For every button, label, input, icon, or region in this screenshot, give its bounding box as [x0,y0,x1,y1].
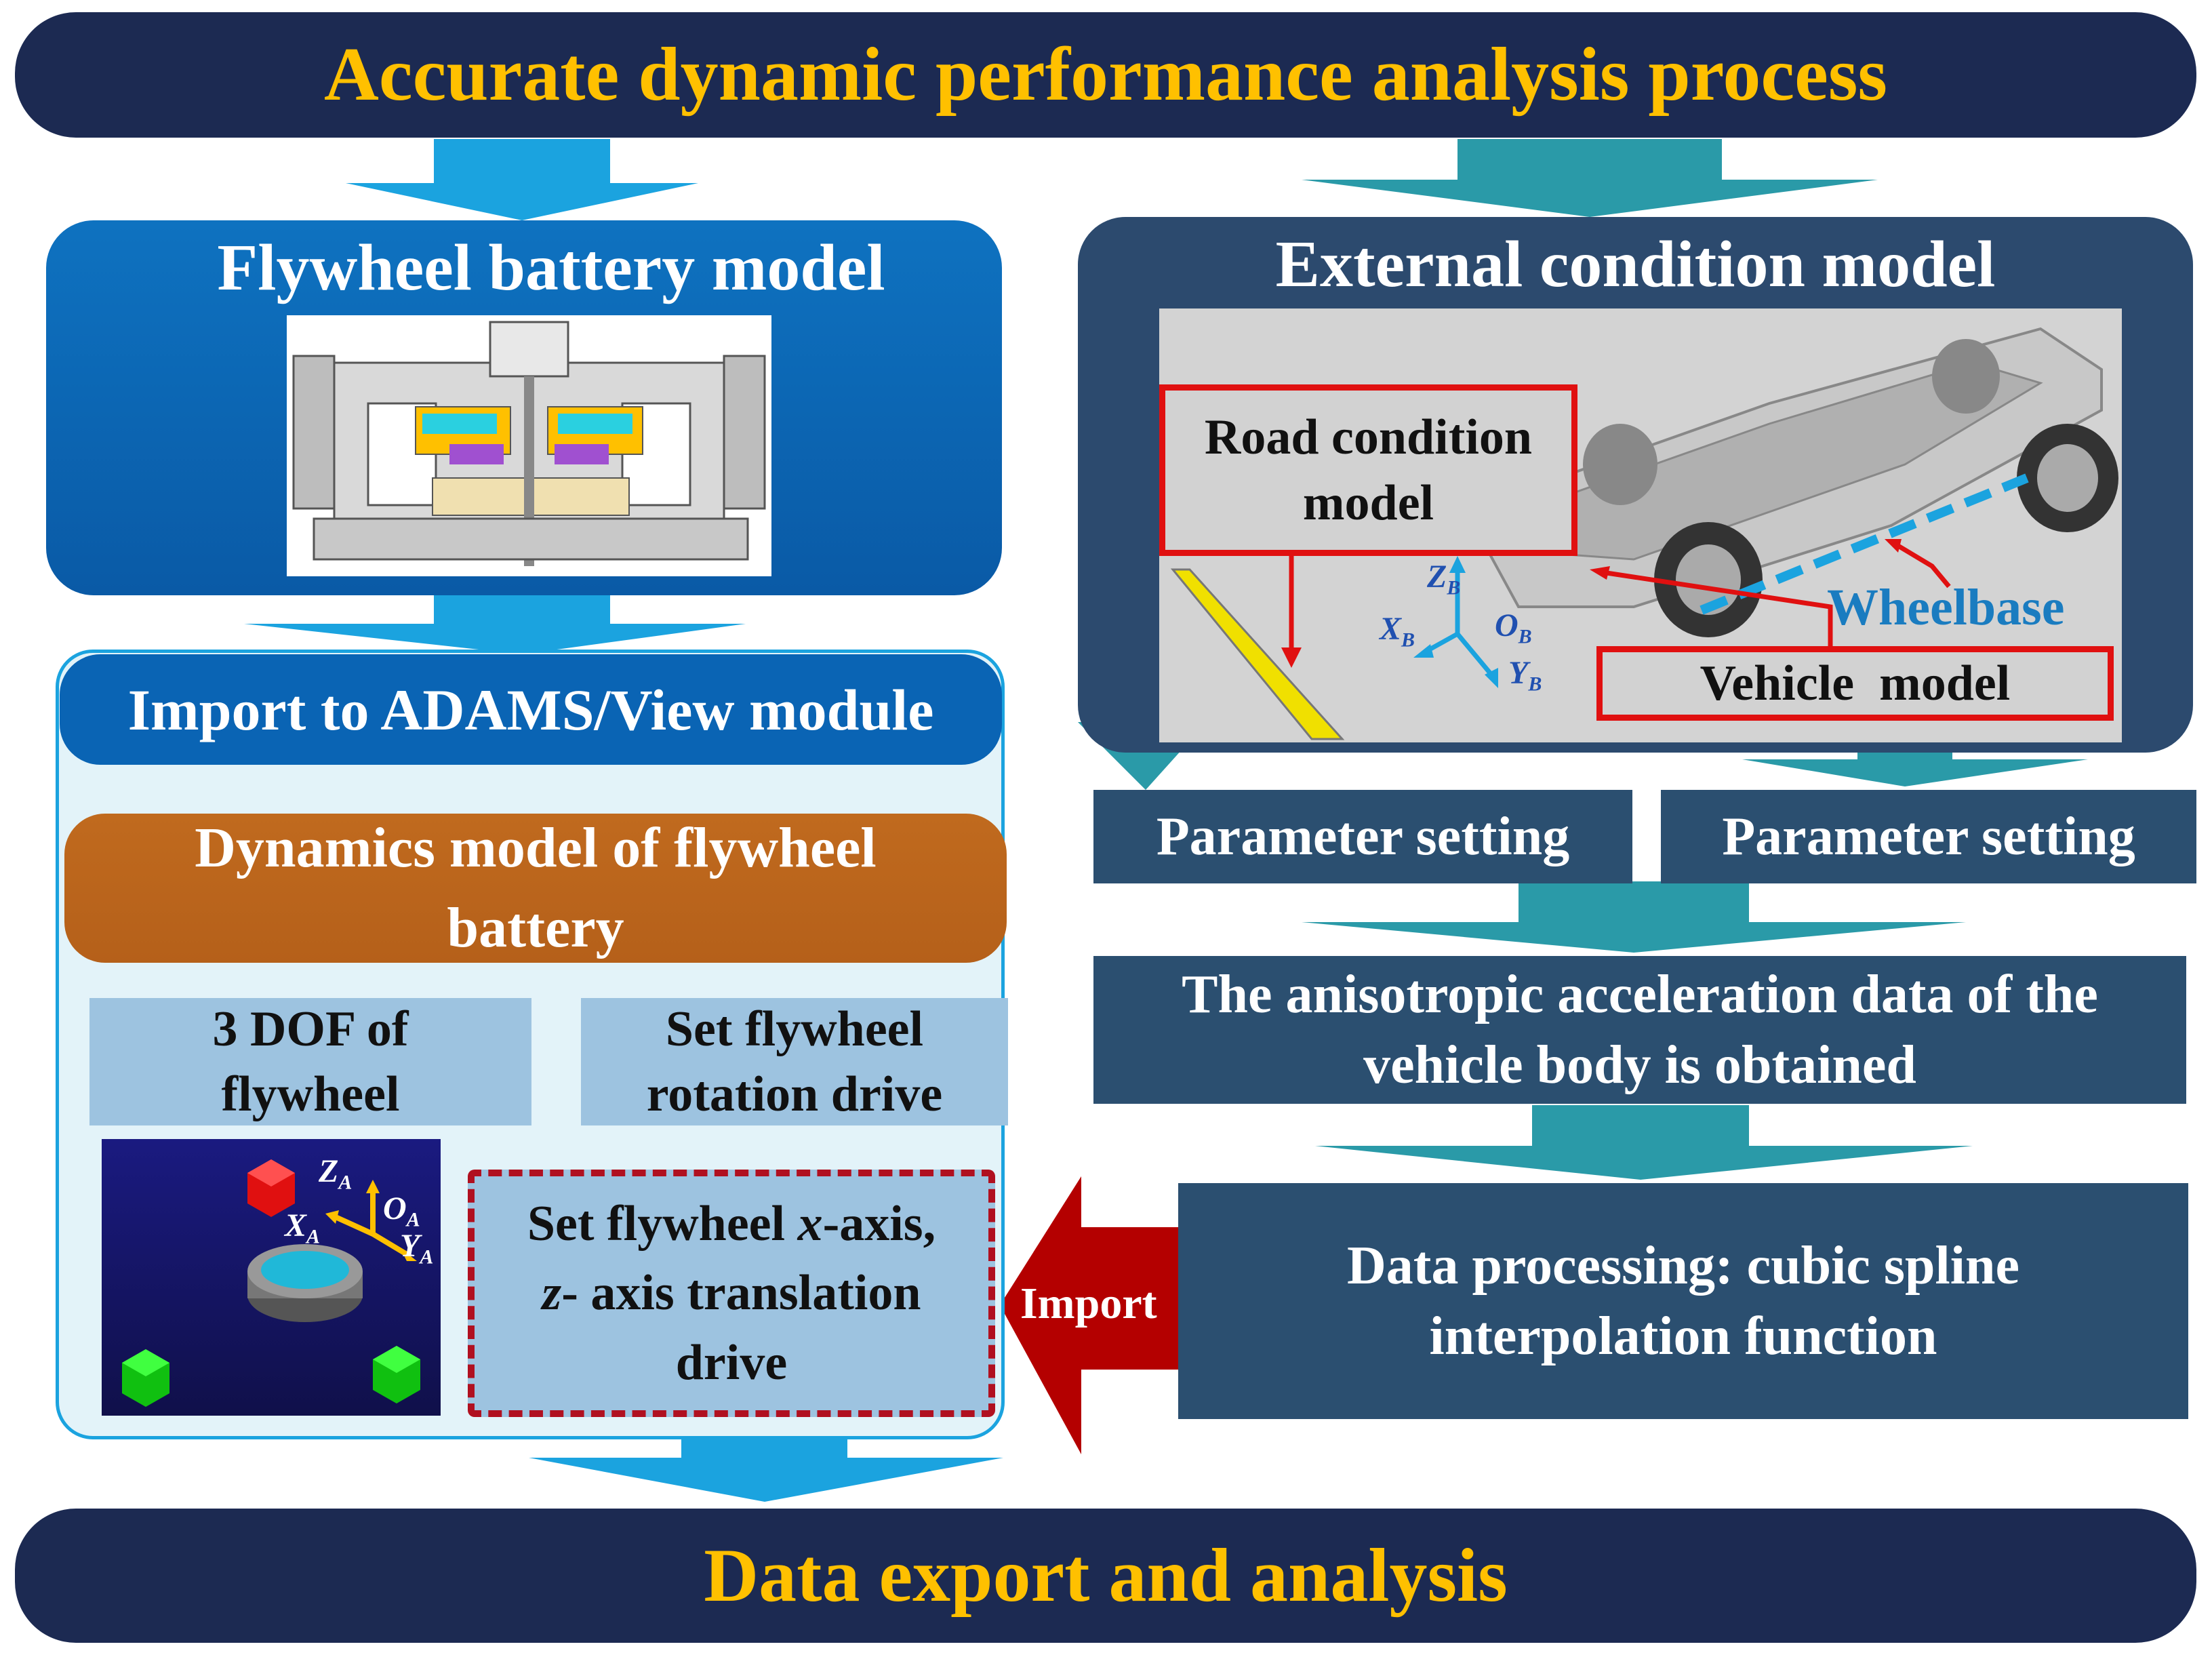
arrow-accel-to-processing [1315,1105,1973,1180]
axis-yb-label: YB [1508,655,1542,696]
arrow-flywheel-to-import [244,595,746,654]
external-model-title: External condition model [1275,228,1996,301]
vehicle-drawing [1170,327,2118,740]
axis-xb-label: XB [1380,611,1415,652]
footer-banner: Data export and analysis [15,1509,2196,1643]
flywheel-drawing [292,321,766,566]
data-processing-step: Data processing: cubic spline interpolat… [1178,1183,2188,1419]
axis-za-label: ZA [319,1153,353,1194]
dof-box: 3 DOF of flywheel [89,998,531,1125]
axis-oa-label: OA [383,1191,420,1231]
dynamics-model-box: Dynamics model of flywheel battery [64,814,1007,963]
dof-label: 3 DOF of flywheel [212,1001,409,1122]
wheelbase-label: Wheelbase [1827,579,2065,636]
parameter-setting-road: Parameter setting [1093,790,1632,883]
axis-xa-label: XA [285,1208,321,1248]
axis-ob-label: OB [1495,607,1532,648]
axis-zb-label: ZB [1427,559,1461,599]
adams-import-header: Import to ADAMS/View module [60,654,1002,765]
footer-title: Data export and analysis [704,1533,1508,1618]
parameter-setting-vehicle: Parameter setting [1661,790,2196,883]
acceleration-data-step: The anisotropic acceleration data of the… [1093,956,2186,1104]
data-processing-label: Data processing: cubic spline interpolat… [1347,1236,2019,1366]
adams-3d-model-image: ZA XA OA YA [102,1139,441,1416]
road-condition-model-box: Road condition model [1159,384,1577,556]
arrow-title-to-flywheel [346,139,698,220]
parameter-setting-vehicle-label: Parameter setting [1722,807,2135,866]
axis-ya-label: YA [400,1228,434,1269]
flywheel-model-title: Flywheel battery model [217,231,885,304]
rotation-drive-box: Set flywheel rotation drive [581,998,1008,1125]
vehicle-model-label: Vehicle model [1700,655,2011,711]
import-arrow-shape [1000,1176,1180,1454]
translation-drive-box: Set flywheel x-axis, z- axis translation… [468,1170,995,1417]
arrow-left-to-footer [529,1414,1003,1502]
translation-drive-label: Set flywheel x-axis, z- axis translation… [527,1196,936,1391]
adams-import-title: Import to ADAMS/View module [127,677,934,742]
process-title-banner: Accurate dynamic performance analysis pr… [15,12,2196,138]
parameter-setting-road-label: Parameter setting [1156,807,1570,866]
adams-scene [122,1159,420,1407]
import-arrow-label: Import [1020,1279,1157,1328]
flywheel-battery-model-box: Flywheel battery model [46,220,1002,595]
process-title: Accurate dynamic performance analysis pr… [323,33,1887,117]
dynamics-model-title: Dynamics model of flywheel battery [195,816,877,959]
arrow-title-to-external [1302,139,1878,217]
road-condition-label: Road condition model [1204,410,1533,531]
acceleration-data-label: The anisotropic acceleration data of the… [1182,965,2098,1095]
rotation-drive-label: Set flywheel rotation drive [646,1001,943,1122]
flywheel-cross-section-image [287,315,771,576]
arrow-vehicle-to-param [1742,722,2088,786]
vehicle-model-box: Vehicle model [1596,646,2114,721]
arrow-params-to-accel [1302,881,1966,953]
